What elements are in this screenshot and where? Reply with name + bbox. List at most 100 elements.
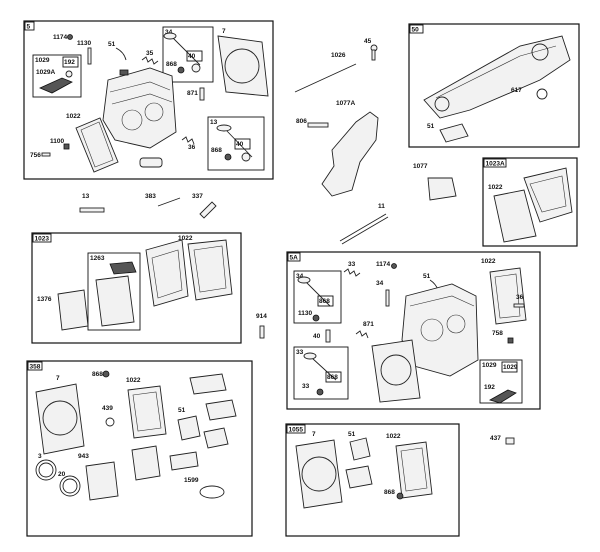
label-36: 36 <box>188 144 196 151</box>
group-358-label: 358 <box>30 364 41 371</box>
head-gasket-5A-part <box>371 339 421 403</box>
label-51d: 51 <box>178 407 186 414</box>
label-1022b: 1022 <box>488 184 503 191</box>
label-868b: 868 <box>211 147 222 154</box>
gasket-1022A-part <box>493 189 537 243</box>
bracket-1077-part <box>427 177 457 201</box>
group-5A-label: 5A <box>290 255 299 262</box>
subgroup-1263-label: 1263 <box>90 255 105 262</box>
label-1130b: 34 <box>376 280 384 287</box>
label-51b: 51 <box>427 123 435 130</box>
cylinder-head-part <box>102 67 177 149</box>
subgroup-1029-label: 1029 <box>35 57 50 64</box>
subgroup-13-label: 13 <box>210 119 218 126</box>
subgroup-34b-label: 34 <box>296 273 304 280</box>
label-437: 437 <box>490 435 501 442</box>
label-3: 3 <box>38 453 42 460</box>
gasket-1376-part <box>57 289 89 331</box>
group-5A: 5A 34 868 1130 33 868 33 1029 1029 192 3… <box>286 251 541 410</box>
label-806: 806 <box>296 118 307 125</box>
valve-cover-A-part <box>523 167 573 223</box>
subgroup-1029b-frame <box>479 359 523 404</box>
label-868e: 868 <box>92 371 103 378</box>
label-51c: 51 <box>423 273 431 280</box>
label-1376: 1376 <box>37 296 52 303</box>
group-1023A-frame <box>482 157 578 247</box>
subgroup-34-frame <box>162 26 214 83</box>
subgroup-33b-label: 33 <box>296 349 304 356</box>
label-871: 871 <box>187 90 198 97</box>
subgroup-13-frame <box>207 116 265 171</box>
group-5A-frame <box>286 251 541 410</box>
label-11: 11 <box>378 203 385 210</box>
misc-bottom-parts: 437 <box>490 435 515 445</box>
subgroup-34b-frame <box>293 270 342 324</box>
label-439: 439 <box>102 405 113 412</box>
label-1026: 1026 <box>331 52 346 59</box>
label-1599: 1599 <box>184 477 199 484</box>
label-40b: 40 <box>236 141 244 148</box>
label-45: 45 <box>364 38 372 45</box>
label-7: 7 <box>222 28 226 35</box>
label-868c: 1130 <box>298 310 312 317</box>
label-40c: 868 <box>319 298 330 305</box>
label-40d: 868 <box>327 374 338 381</box>
valve-cover-part <box>145 239 189 307</box>
misc-top-parts: 1026 45 1077A 806 1077 11 13 383 337 <box>79 38 457 245</box>
label-617: 617 <box>511 87 522 94</box>
label-7b: 7 <box>56 375 60 382</box>
label-13: 13 <box>82 193 90 200</box>
group-358: 358 7 868 1022 439 51 3 20 943 1599 <box>26 360 253 537</box>
group-1055-frame <box>285 423 460 537</box>
label-1130: 1130 <box>77 40 91 47</box>
group-358-frame <box>26 360 253 537</box>
label-943: 943 <box>78 453 89 460</box>
pushrod-part <box>294 63 357 93</box>
label-871b: 40 <box>313 333 321 340</box>
gasket-7-part <box>35 383 85 455</box>
label-914: 914 <box>256 313 267 320</box>
subgroup-1029b-label: 1029 <box>482 362 497 369</box>
label-1174: 1174 <box>53 34 67 41</box>
label-40: 40 <box>188 53 196 60</box>
group-1055-label: 1055 <box>289 427 304 434</box>
label-337: 337 <box>192 193 203 200</box>
label-33: 33 <box>348 261 356 268</box>
label-1077: 1077 <box>413 163 428 170</box>
label-868: 868 <box>166 61 177 68</box>
group-1023-label: 1023 <box>35 236 50 243</box>
label-1100b: 758 <box>492 330 503 337</box>
bracket-1077A-part <box>321 111 379 197</box>
subgroup-1029-frame <box>32 54 82 98</box>
gasket-1022e-part <box>127 385 167 439</box>
label-192: 192 <box>64 59 75 66</box>
label-1174b: 1174 <box>376 261 390 268</box>
group-1055: 1055 7 51 1022 868 <box>285 423 460 537</box>
group-5-frame <box>23 20 274 180</box>
label-868d: 33 <box>302 383 310 390</box>
label-383: 383 <box>145 193 156 200</box>
rocker-arm-part <box>38 77 73 94</box>
label-192b: 1029 <box>503 364 518 371</box>
group-1023A-label: 1023A <box>486 161 505 168</box>
subgroup-34-label: 34 <box>165 29 173 36</box>
group-5: 5 1029 192 1029A 34 40 868 13 40 868 <box>23 20 274 180</box>
label-1029A-b: 192 <box>484 384 495 391</box>
label-1029A: 1029A <box>36 69 55 76</box>
label-1022: 1022 <box>66 113 81 120</box>
label-1022f: 1022 <box>386 433 401 440</box>
gasket-1022-part <box>187 239 233 301</box>
group-50: 50 617 51 <box>408 23 580 148</box>
label-756: 756 <box>30 152 41 159</box>
group-50-frame <box>408 23 580 148</box>
group-1023-frame <box>31 232 242 344</box>
label-1022e: 1022 <box>126 377 141 384</box>
label-1077A: 1077A <box>336 100 355 107</box>
group-50-label: 50 <box>412 27 420 34</box>
label-20: 20 <box>58 471 66 478</box>
subgroup-1263-frame <box>87 252 141 331</box>
tube-11-part <box>339 213 387 242</box>
label-758: 36 <box>516 294 524 301</box>
label-7c: 7 <box>312 431 316 438</box>
